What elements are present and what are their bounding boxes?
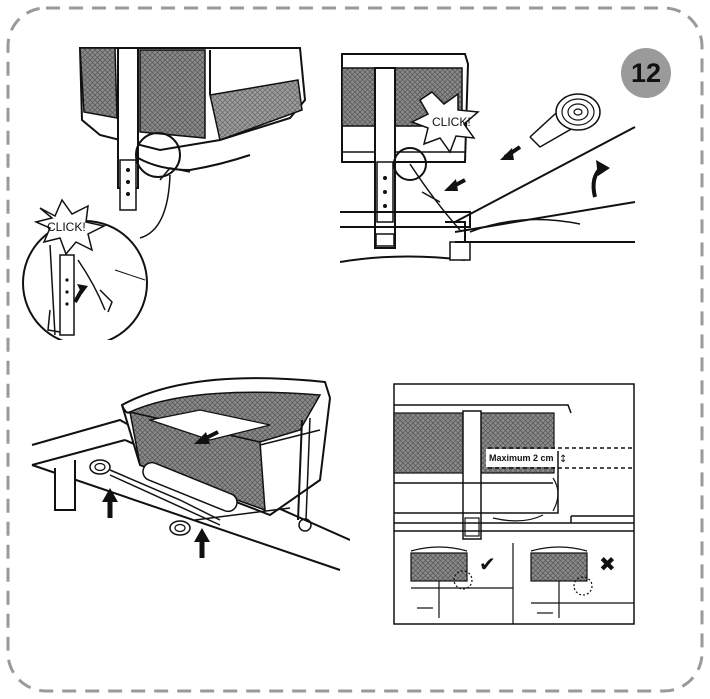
incorrect-cross-icon: ✖	[599, 552, 616, 576]
panel-height-check: Maximum 2 cm ↕ ✔ ✖	[393, 383, 635, 625]
maximum-gap-label: Maximum 2 cm	[489, 453, 554, 463]
click-callout-text: CLICK!	[47, 220, 86, 234]
correct-check-icon: ✔	[479, 552, 496, 576]
panel-tighten-strap: CLICK!	[340, 52, 640, 282]
svg-text:↕: ↕	[559, 454, 567, 465]
panel-attach-strap-to-leg: CLICK!	[20, 40, 320, 340]
click-callout-text: CLICK!	[432, 115, 471, 129]
panel-bassinet-beside-bed	[30, 370, 350, 590]
